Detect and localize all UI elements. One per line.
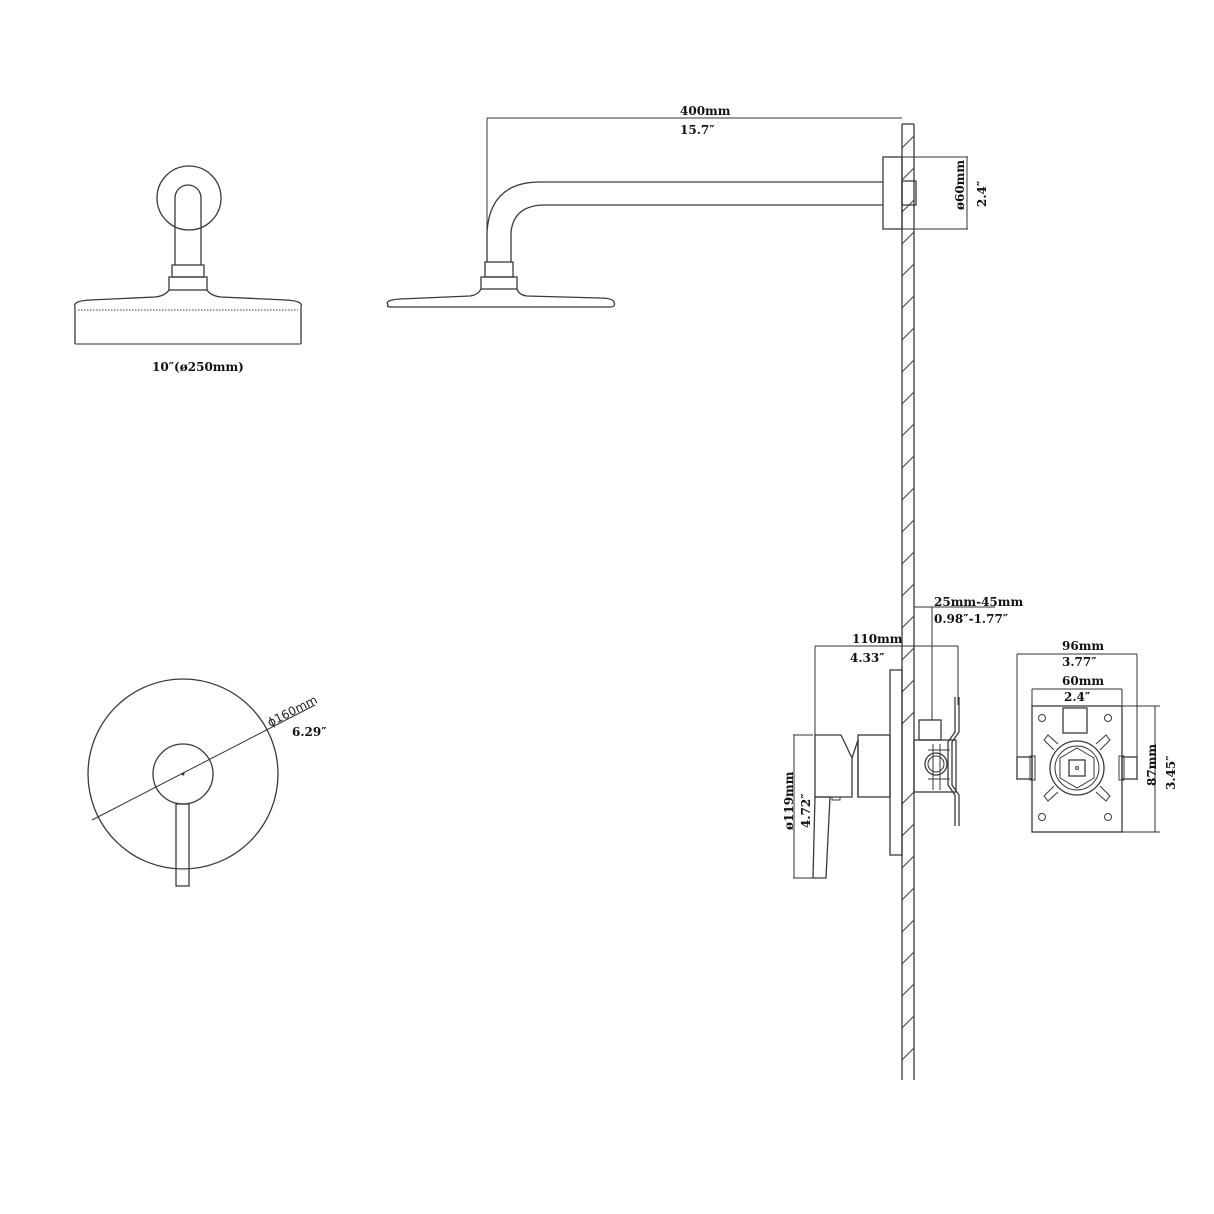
plate-dia-in: 4.72″ bbox=[799, 793, 813, 828]
plate-dia-mm: ø119mm bbox=[782, 771, 796, 830]
valve-body-front-view: 96mm 3.77″ 60mm 2.4″ bbox=[1016, 639, 1178, 833]
wall-depth-in: 0.98″-1.77″ bbox=[934, 612, 1009, 626]
valve-side-view: 25mm-45mm 0.98″-1.77″ 110mm 4.33″ ø119m bbox=[782, 595, 1023, 879]
wall-depth-mm: 25mm-45mm bbox=[934, 595, 1023, 609]
trim-plate-front-view: ϕ160mm 6.29″ bbox=[87, 678, 327, 887]
valve-width-mm: 96mm bbox=[1062, 639, 1104, 653]
projection-in: 4.33″ bbox=[850, 651, 885, 665]
flange-dia-mm: ø60mm bbox=[953, 160, 967, 210]
trim-dia-in: 6.29″ bbox=[292, 725, 327, 739]
valve-width-in: 3.77″ bbox=[1062, 655, 1097, 669]
shower-head-diameter-label: 10″(ø250mm) bbox=[152, 360, 244, 374]
flange-dia-in: 2.4″ bbox=[975, 180, 989, 207]
valve-height-in: 3.45″ bbox=[1164, 755, 1178, 790]
wall-section bbox=[901, 123, 915, 1080]
valve-height-mm: 87mm bbox=[1145, 744, 1159, 786]
shower-head-front-view: 10″(ø250mm) bbox=[73, 165, 303, 374]
shower-arm-side-view: 400mm 15.7″ ø60mm 2.4″ bbox=[386, 104, 989, 308]
valve-inner-width-in: 2.4″ bbox=[1064, 690, 1091, 704]
arm-length-mm: 400mm bbox=[680, 104, 731, 118]
arm-length-in: 15.7″ bbox=[680, 123, 715, 137]
valve-inner-width-mm: 60mm bbox=[1062, 674, 1104, 688]
projection-mm: 110mm bbox=[852, 632, 903, 646]
